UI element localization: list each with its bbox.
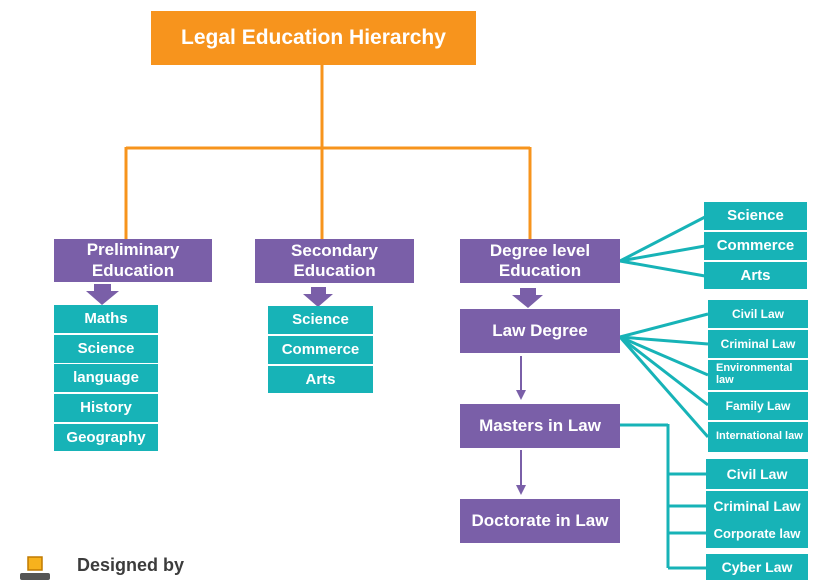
law-degree-specialization: International law — [708, 422, 808, 452]
law-degree-connectors — [618, 312, 710, 438]
degree-level-education-label: Degree level Education — [489, 240, 591, 280]
degree-stream: Arts — [704, 262, 807, 291]
secondary-education-label: Secondary Education — [291, 240, 378, 280]
secondary-education-node: Secondary Education — [255, 239, 414, 283]
specialization-label: Criminal Law — [713, 497, 801, 514]
secondary-subject: Commerce — [268, 336, 373, 366]
specialization-label: Family Law — [725, 398, 791, 413]
doctorate-in-law-label: Doctorate in Law — [471, 510, 609, 530]
stream-label: Commerce — [716, 237, 795, 254]
subject-label: Maths — [84, 310, 128, 327]
specialization-label: Cyber Law — [721, 558, 793, 575]
designer-logo-icon — [20, 556, 50, 580]
subject-label: Science — [292, 311, 349, 328]
subject-label: Science — [77, 340, 135, 357]
masters-specialization: Criminal Law — [706, 491, 808, 521]
law-degree-label: Law Degree — [492, 320, 588, 340]
preliminary-subject: Maths — [54, 305, 158, 335]
specialization-label: Civil Law — [726, 465, 788, 482]
degree-level-education-node: Degree level Education — [460, 239, 620, 283]
secondary-subject: Science — [268, 306, 373, 336]
degree-stream: Commerce — [704, 232, 807, 262]
preliminary-education-node: Preliminary Education — [54, 239, 212, 282]
law-degree-node: Law Degree — [460, 309, 620, 353]
subject-label: Commerce — [281, 341, 360, 358]
designed-by-text: Designed by — [77, 555, 185, 575]
law-degree-specialization: Environmental law — [708, 360, 808, 390]
masters-specialization: Corporate law — [706, 519, 808, 548]
masters-connectors — [620, 423, 706, 570]
root-connectors — [124, 65, 532, 240]
law-degree-specialization: Civil Law — [708, 300, 808, 328]
preliminary-subject: Science — [54, 335, 158, 365]
subject-label: language — [73, 369, 139, 386]
preliminary-subject: History — [54, 394, 158, 424]
preliminary-subject: language — [54, 364, 158, 394]
preliminary-subject: Geography — [54, 424, 158, 453]
stream-label: Science — [727, 207, 784, 224]
masters-specialization: Cyber Law — [706, 554, 808, 580]
specialization-label: Environmental law — [716, 362, 793, 386]
law-degree-specialization: Family Law — [708, 392, 808, 420]
down-arrows — [86, 284, 543, 308]
root-title: Legal Education Hierarchy — [181, 26, 446, 50]
root-node: Legal Education Hierarchy — [151, 11, 476, 65]
subject-label: History — [80, 399, 132, 416]
masters-specialization: Civil Law — [706, 459, 808, 489]
law-degree-specialization: Criminal Law — [708, 330, 808, 358]
doctorate-in-law-node: Doctorate in Law — [460, 499, 620, 543]
secondary-subject: Arts — [268, 366, 373, 395]
subject-label: Geography — [66, 428, 146, 446]
subject-label: Arts — [305, 370, 336, 388]
specialization-label: Corporate law — [713, 525, 801, 541]
specialization-label: Civil Law — [731, 306, 784, 321]
specialization-label: Criminal Law — [720, 336, 796, 351]
degree-stream: Science — [704, 202, 807, 232]
law-path-arrows — [516, 356, 526, 495]
degree-stream-connectors — [619, 215, 706, 278]
specialization-label: International law — [716, 430, 803, 443]
masters-in-law-node: Masters in Law — [460, 404, 620, 448]
stream-label: Arts — [740, 266, 771, 284]
preliminary-education-label: Preliminary Education — [86, 240, 180, 280]
masters-in-law-label: Masters in Law — [479, 415, 601, 435]
